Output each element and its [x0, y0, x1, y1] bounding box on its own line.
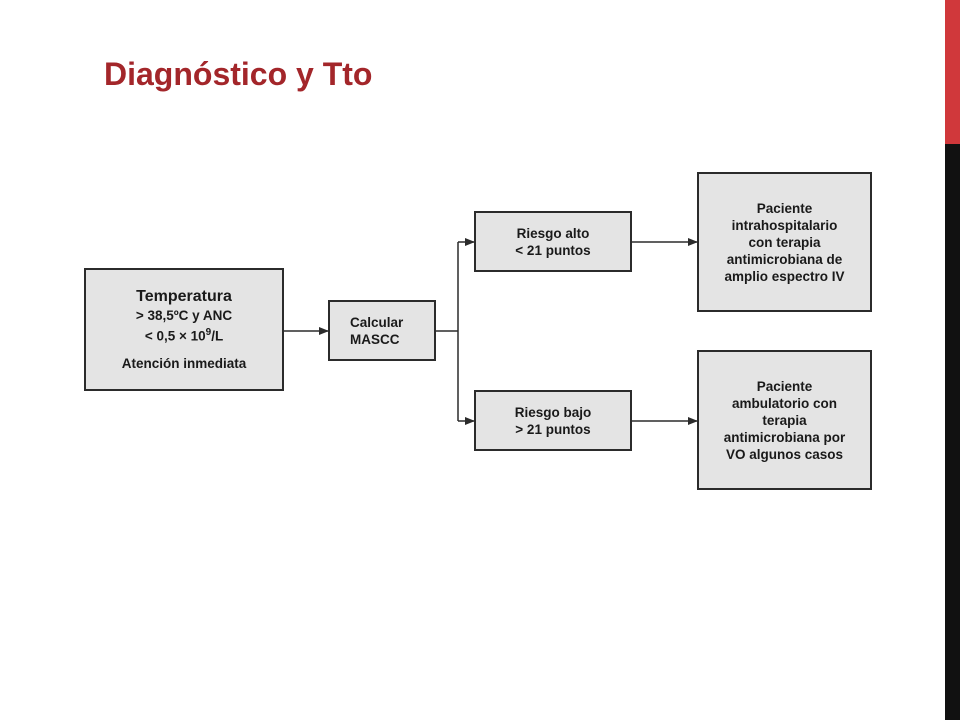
outcome-low-line: ambulatorio con: [731, 395, 837, 411]
node-temperature-line2: < 0,5 × 109/L: [145, 324, 223, 345]
node-risk-low-line2: > 21 puntos: [515, 421, 591, 437]
node-risk-high-line2: < 21 puntos: [515, 242, 591, 258]
node-temperature-line2-prefix: < 0,5 × 10: [144, 328, 206, 344]
outcome-low-line: terapia: [762, 412, 807, 428]
node-calc-line2: MASCC: [350, 331, 400, 347]
node-temperature-heading: Temperatura: [136, 288, 232, 306]
node-risk-high-line1: Riesgo alto: [516, 225, 590, 241]
outcome-high-line: Paciente: [756, 200, 813, 216]
node-temperature: Temperatura > 38,5ºC y ANC < 0,5 × 109/L…: [84, 268, 284, 391]
slide-title: Diagnóstico y Tto: [104, 56, 373, 92]
outcome-high-line: amplio espectro IV: [724, 268, 845, 284]
node-temperature-line2-exp: 9: [205, 327, 212, 339]
outcome-high-line: intrahospitalario: [731, 217, 838, 233]
outcome-high-line: con terapia: [748, 234, 821, 250]
accent-bar-top: [945, 0, 960, 144]
node-outcome-inpatient: Paciente intrahospitalario con terapia a…: [697, 172, 872, 312]
outcome-low-line: Paciente: [756, 378, 813, 394]
node-temperature-line2-suffix: /L: [211, 328, 224, 344]
node-risk-high: Riesgo alto < 21 puntos: [474, 211, 632, 272]
node-temperature-line1: > 38,5ºC y ANC: [135, 308, 233, 324]
node-calculate-mascc: Calcular MASCC: [328, 300, 436, 361]
node-risk-low: Riesgo bajo > 21 puntos: [474, 390, 632, 451]
outcome-low-line: antimicrobiana por: [723, 429, 846, 445]
accent-bar-bottom: [945, 144, 960, 720]
outcome-high-line: antimicrobiana de: [726, 251, 843, 267]
outcome-low-line: VO algunos casos: [725, 446, 844, 462]
node-calc-line1: Calcular: [350, 314, 404, 330]
node-risk-low-line1: Riesgo bajo: [514, 404, 592, 420]
node-outcome-outpatient: Paciente ambulatorio con terapia antimic…: [697, 350, 872, 490]
node-temperature-footer: Atención inmediata: [121, 355, 247, 371]
